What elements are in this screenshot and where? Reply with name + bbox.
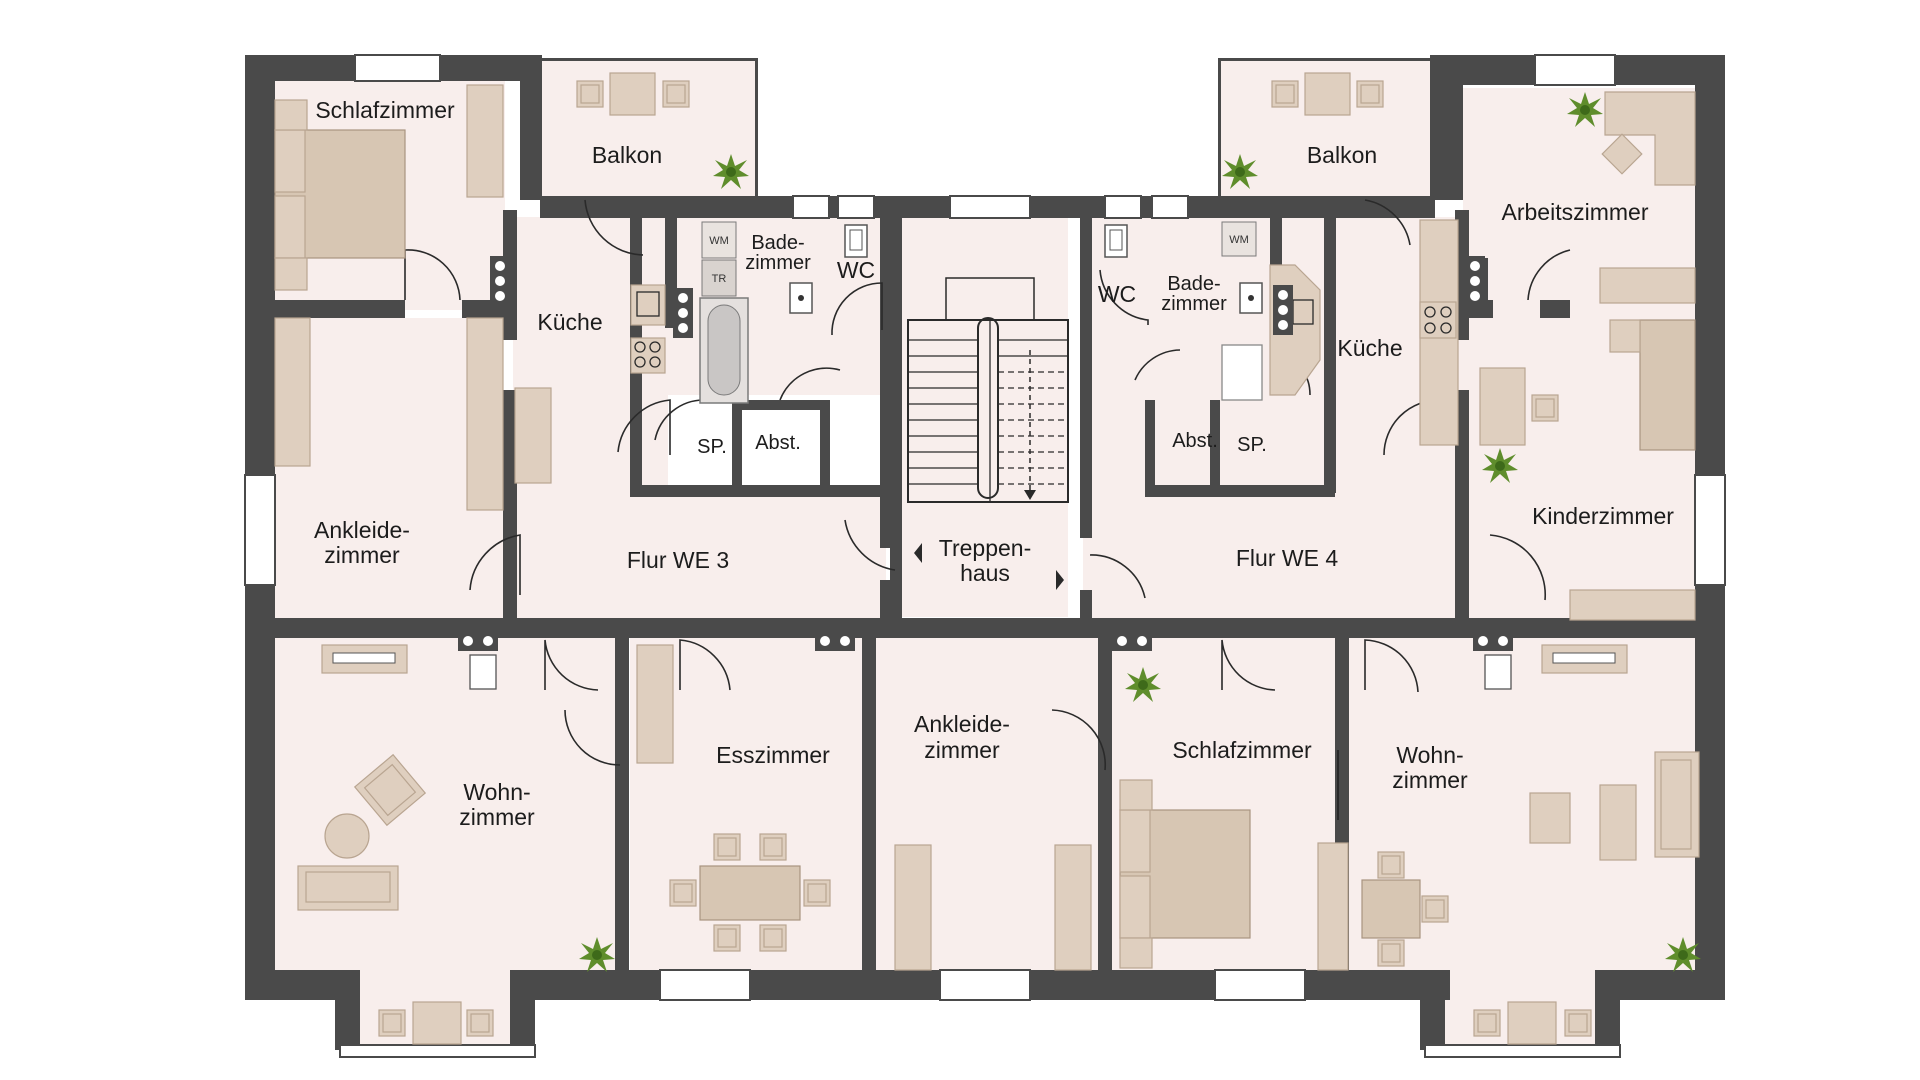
windows [244,54,1726,1001]
label-flur-we3: Flur WE 3 [627,547,729,573]
label-flur-we4: Flur WE 4 [1236,545,1338,571]
furniture: WM TR WM [274,72,1701,1045]
label-sp-we3: SP. [697,436,727,458]
armchair-icon [353,753,427,827]
label-badezimmer-we4-2: zimmer [1161,293,1227,315]
dining-table-icon [669,833,831,952]
label-badezimmer-we3-2: zimmer [745,252,811,274]
label-ankleidezimmer-we4-2: zimmer [924,737,1000,763]
label-wohnzimmer-we3-2: zimmer [459,804,535,830]
bathtub-icon [699,297,749,404]
label-balkon-we4: Balkon [1307,142,1377,168]
label-ankleidezimmer-we3-1: Ankleide- [314,517,410,543]
arrow-right-icon [1056,570,1064,590]
sofa-icon [297,865,399,911]
label-schlafzimmer-we4: Schlafzimmer [1172,737,1312,763]
label-abst-we3: Abst. [755,432,801,454]
armchair-icon [576,80,604,108]
radiator-icon [321,644,408,674]
bed-icon [274,99,406,291]
label-wohnzimmer-we4-2: zimmer [1392,767,1468,793]
label-esszimmer-we3: Esszimmer [716,742,830,768]
radiator-icon [1541,644,1628,674]
label-schlafzimmer-we3: Schlafzimmer [315,97,455,123]
label-wohnzimmer-we4-1: Wohn- [1396,742,1463,768]
label-kueche-we3: Küche [537,309,602,335]
label-badezimmer-we3-1: Bade- [751,232,804,254]
label-wohnzimmer-we3-1: Wohn- [463,779,530,805]
dining-table-icon [1361,851,1449,967]
room-labels: Schlafzimmer Balkon Küche Bade- zimmer W… [314,97,1674,830]
svg-text:WM: WM [709,235,729,247]
doors [404,199,1571,820]
stove-icon [630,337,666,374]
washer-icon: WM [1221,221,1257,257]
sink-icon [630,284,666,326]
label-abst-we4: Abst. [1172,430,1218,452]
toilet-icon [844,224,868,258]
label-wc-we3: WC [837,257,875,283]
label-kinderzimmer-we4: Kinderzimmer [1532,503,1674,529]
stove-icon [1419,301,1457,339]
svg-text:TR: TR [712,273,727,285]
sofa-icon [1654,751,1700,858]
svg-text:WM: WM [1229,234,1249,246]
staircase [907,277,1069,590]
dryer-icon: TR [701,259,737,297]
label-ankleidezimmer-we3-2: zimmer [324,542,400,568]
washer-icon: WM [701,221,737,259]
label-badezimmer-we4-1: Bade- [1167,273,1220,295]
toilet-icon [1104,224,1128,258]
desk-icon [1601,91,1696,186]
arrow-left-icon [914,543,922,563]
label-balkon-we3: Balkon [592,142,662,168]
label-wc-we4: WC [1098,281,1136,307]
label-treppenhaus-1: Treppen- [939,535,1031,561]
bed-icon [1119,779,1251,969]
label-ankleidezimmer-we4-1: Ankleide- [914,711,1010,737]
label-treppenhaus-2: haus [960,560,1010,586]
label-kueche-we4: Küche [1337,335,1402,361]
label-sp-we4: SP. [1237,434,1267,456]
label-arbeitszimmer-we4: Arbeitszimmer [1502,199,1649,225]
